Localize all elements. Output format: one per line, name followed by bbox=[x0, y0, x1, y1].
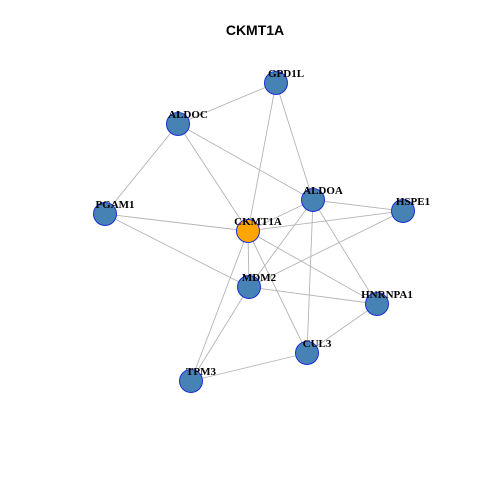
node-ckmt1a bbox=[236, 219, 260, 243]
edge-gpd1l-ckmt1a bbox=[247, 82, 277, 232]
edge-ckmt1a-cul3 bbox=[247, 230, 308, 354]
edge-mdm2-hnrnpa1 bbox=[248, 286, 378, 305]
node-label-ckmt1a: CKMT1A bbox=[234, 216, 282, 228]
node-hnrnpa1 bbox=[365, 292, 389, 316]
node-label-hspe1: HSPE1 bbox=[396, 196, 430, 208]
node-label-tpm3: TPM3 bbox=[186, 366, 216, 378]
edge-mdm2-tpm3 bbox=[190, 286, 250, 382]
node-label-hnrnpa1: HNRNPA1 bbox=[361, 289, 413, 301]
node-aldoa bbox=[301, 188, 325, 212]
node-label-cul3: CUL3 bbox=[303, 338, 332, 350]
edge-ckmt1a-tpm3 bbox=[190, 230, 249, 382]
graph-title: CKMT1A bbox=[226, 22, 284, 38]
edge-aldoc-pgam1 bbox=[104, 123, 179, 215]
edge-cul3-tpm3 bbox=[190, 352, 308, 382]
edge-pgam1-mdm2 bbox=[104, 213, 250, 288]
node-tpm3 bbox=[179, 369, 203, 393]
edge-hspe1-mdm2 bbox=[248, 210, 404, 288]
node-label-gpd1l: GPD1L bbox=[268, 68, 304, 80]
edges-layer bbox=[104, 82, 404, 382]
edge-aldoc-aldoa bbox=[177, 123, 314, 201]
edge-ckmt1a-hspe1 bbox=[247, 210, 404, 232]
edge-hnrnpa1-cul3 bbox=[306, 303, 378, 354]
edge-aldoa-ckmt1a bbox=[247, 199, 314, 232]
edge-aldoa-hspe1 bbox=[312, 199, 404, 212]
edge-ckmt1a-hnrnpa1 bbox=[247, 230, 378, 305]
node-pgam1 bbox=[93, 202, 117, 226]
nodes-layer bbox=[93, 71, 415, 393]
edge-gpd1l-aldoc bbox=[177, 82, 277, 125]
node-mdm2 bbox=[237, 275, 261, 299]
node-aldoc bbox=[166, 112, 190, 136]
node-label-aldoc: ALDOC bbox=[168, 109, 208, 121]
labels-layer: CKMT1A GPD1L ALDOC ALDOA HSPE1 PGAM1MDM2HNRNP… bbox=[95, 68, 430, 378]
edge-pgam1-ckmt1a bbox=[104, 213, 249, 232]
node-label-mdm2: MDM2 bbox=[242, 272, 277, 284]
edge-aldoa-cul3 bbox=[306, 199, 314, 354]
edge-aldoa-mdm2 bbox=[248, 199, 314, 288]
node-label-pgam1: PGAM1 bbox=[95, 199, 134, 211]
edge-gpd1l-aldoa bbox=[275, 82, 314, 201]
edge-aldoa-hnrnpa1 bbox=[312, 199, 378, 305]
node-label-aldoa: ALDOA bbox=[303, 185, 343, 197]
node-gpd1l bbox=[264, 71, 288, 95]
edge-aldoc-ckmt1a bbox=[177, 123, 249, 232]
node-hspe1 bbox=[391, 199, 415, 223]
node-cul3 bbox=[295, 341, 319, 365]
